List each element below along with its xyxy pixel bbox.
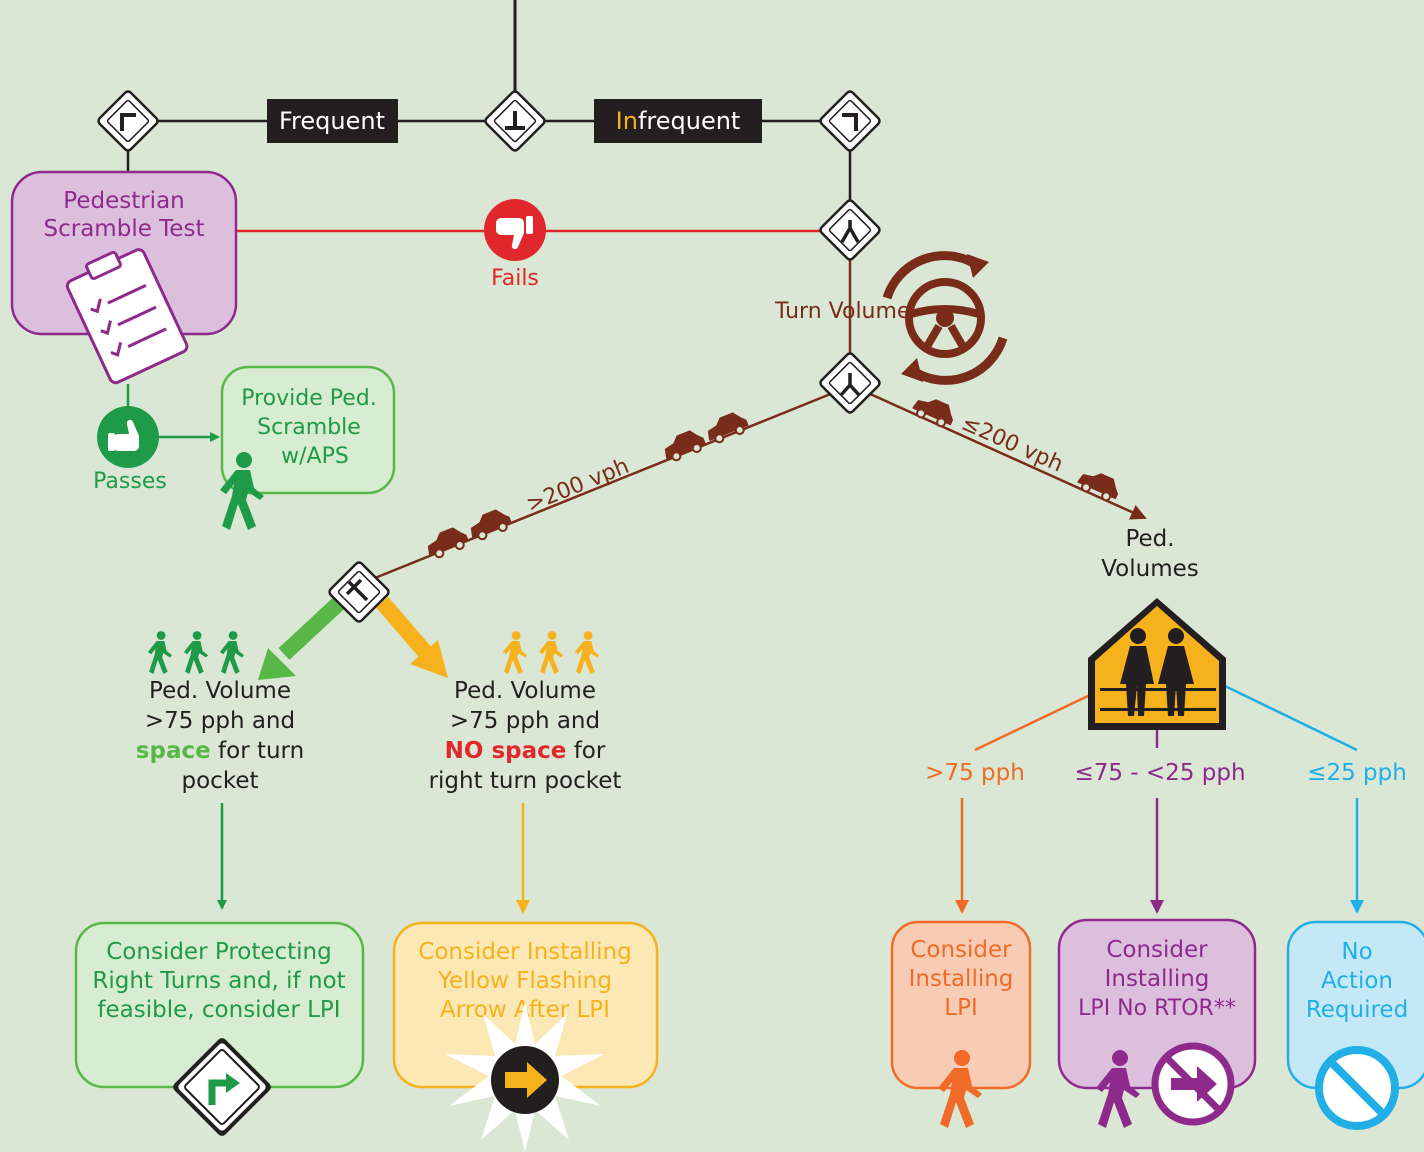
svg-text:Ped.: Ped. bbox=[1125, 526, 1174, 552]
svg-text:Installing: Installing bbox=[909, 966, 1014, 992]
diamond-y-split-icon bbox=[819, 352, 881, 414]
green-branch-arrow bbox=[258, 596, 346, 680]
thumbs-down-icon bbox=[484, 199, 546, 261]
school-crossing-sign-icon bbox=[1088, 598, 1226, 730]
provide-scramble-box: Provide Ped. Scramble w/APS bbox=[220, 365, 396, 495]
no-right-turn-icon bbox=[1151, 1042, 1235, 1126]
svg-text:Installing: Installing bbox=[1105, 966, 1210, 992]
svg-text:Pedestrian: Pedestrian bbox=[63, 188, 184, 214]
turn-volume-label: Turn Volume bbox=[774, 299, 910, 324]
right-arrow-diamond-icon bbox=[173, 1038, 271, 1136]
svg-text:Frequent: Frequent bbox=[279, 107, 385, 135]
green-condition-text: Ped. Volume >75 pph and space for turn p… bbox=[136, 678, 304, 794]
svg-text:Consider: Consider bbox=[1106, 937, 1208, 963]
svg-text:feasible, consider LPI: feasible, consider LPI bbox=[97, 997, 340, 1023]
clipboard-icon bbox=[65, 248, 189, 385]
svg-text:Scramble Test: Scramble Test bbox=[44, 216, 205, 242]
svg-text:Infrequent: Infrequent bbox=[616, 107, 741, 135]
walking-person-icon bbox=[147, 631, 245, 674]
svg-text:>75 pph and: >75 pph and bbox=[450, 708, 600, 734]
svg-text:Action: Action bbox=[1321, 968, 1393, 994]
threshold-high-label: >75 pph bbox=[925, 760, 1025, 786]
svg-text:Yellow Flashing: Yellow Flashing bbox=[437, 968, 612, 994]
walking-person-icon bbox=[938, 1050, 982, 1128]
svg-text:Consider Installing: Consider Installing bbox=[418, 939, 631, 965]
svg-text:No: No bbox=[1341, 939, 1372, 965]
diamond-t-left-icon bbox=[328, 561, 390, 623]
no-symbol-icon bbox=[1315, 1046, 1399, 1130]
svg-text:Required: Required bbox=[1306, 997, 1408, 1023]
svg-text:w/APS: w/APS bbox=[281, 444, 349, 469]
svg-text:LPI: LPI bbox=[944, 995, 977, 1021]
steering-wheel-icon bbox=[882, 251, 1008, 385]
yellow-condition-text: Ped. Volume >75 pph and NO space for rig… bbox=[429, 678, 622, 794]
gt200-label: >200 vph bbox=[523, 454, 633, 518]
le200-label: ≤200 vph bbox=[958, 411, 1067, 478]
thumbs-up-icon bbox=[97, 406, 159, 468]
svg-text:Right Turns and, if not: Right Turns and, if not bbox=[92, 968, 345, 994]
outcome-protect-box: Consider Protecting Right Turns and, if … bbox=[74, 921, 365, 1089]
passes-label: Passes bbox=[93, 469, 167, 494]
svg-text:Consider Protecting: Consider Protecting bbox=[106, 939, 332, 965]
svg-text:Scramble: Scramble bbox=[257, 415, 361, 440]
frequent-label: Frequent bbox=[267, 99, 398, 143]
svg-text:Volumes: Volumes bbox=[1101, 556, 1199, 582]
yellow-branch-arrow bbox=[375, 596, 448, 678]
svg-text:NO space for: NO space for bbox=[445, 738, 606, 764]
threshold-mid-label: ≤75 - <25 pph bbox=[1074, 760, 1245, 786]
car-icon bbox=[427, 399, 1119, 559]
threshold-low-label: ≤25 pph bbox=[1307, 760, 1407, 786]
flashing-arrow-icon bbox=[445, 1002, 605, 1152]
svg-text:Provide Ped.: Provide Ped. bbox=[241, 386, 377, 411]
ped-volumes-label: Ped. Volumes bbox=[1101, 526, 1199, 582]
diamond-merge-icon bbox=[819, 199, 881, 261]
svg-text:Ped. Volume: Ped. Volume bbox=[149, 678, 291, 704]
svg-text:>75 pph and: >75 pph and bbox=[145, 708, 295, 734]
infrequent-label: Infrequent bbox=[594, 99, 762, 143]
diamond-t-junction-icon bbox=[484, 90, 546, 152]
scramble-test-box: Pedestrian Scramble Test bbox=[10, 170, 238, 336]
svg-text:Ped. Volume: Ped. Volume bbox=[454, 678, 596, 704]
svg-text:LPI No RTOR**: LPI No RTOR** bbox=[1078, 996, 1236, 1021]
walking-person-icon bbox=[220, 452, 264, 530]
outcome-lpi-box: Consider Installing LPI bbox=[890, 920, 1032, 1090]
svg-text:Consider: Consider bbox=[910, 937, 1012, 963]
svg-text:right turn pocket: right turn pocket bbox=[429, 768, 622, 794]
walking-person-icon bbox=[502, 631, 600, 674]
diamond-left-turn-icon bbox=[97, 90, 159, 152]
fails-label: Fails bbox=[491, 266, 539, 291]
walking-person-icon bbox=[1096, 1050, 1140, 1128]
svg-text:pocket: pocket bbox=[182, 768, 259, 794]
outcome-none-box: No Action Required bbox=[1286, 920, 1424, 1090]
diamond-right-turn-icon bbox=[819, 90, 881, 152]
svg-text:space for turn: space for turn bbox=[136, 738, 304, 764]
